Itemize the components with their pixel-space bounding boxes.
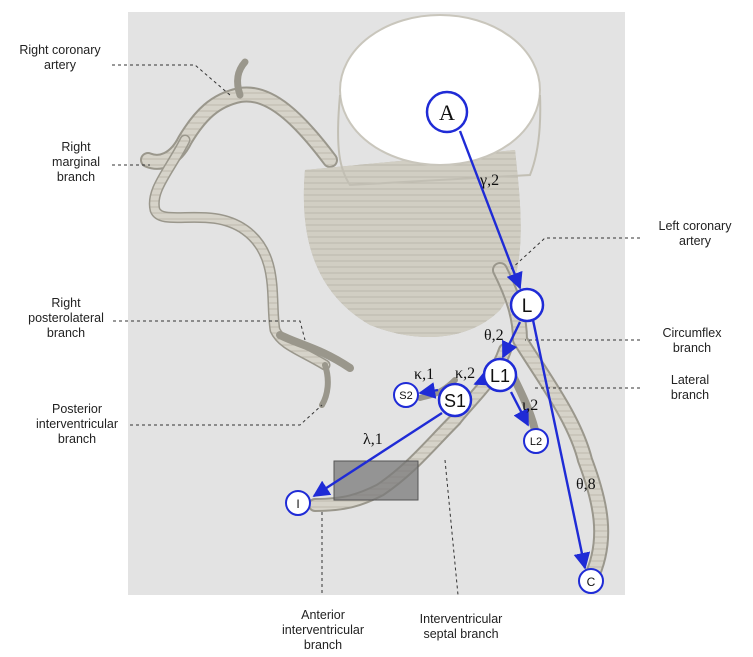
edge-label-l1-s1: κ,2 <box>455 365 475 382</box>
edge-label-s1-i: λ,1 <box>363 431 383 448</box>
label-lateral-branch: Lateral branch <box>650 373 730 403</box>
label-left-coronary-artery: Left coronary artery <box>640 219 750 249</box>
edge-label-l1-l2: ι,2 <box>522 397 538 414</box>
edge-label-a-l: γ,2 <box>479 172 499 189</box>
svg-text:L2: L2 <box>530 436 542 448</box>
node-c: C <box>579 569 603 593</box>
edge-label-l-c: θ,8 <box>576 476 596 493</box>
node-a: A <box>427 92 467 132</box>
svg-text:I: I <box>296 497 299 511</box>
label-right-posterolateral-branch: Right posterolateral branch <box>18 296 114 341</box>
edge-label-s1-s2: κ,1 <box>414 366 434 383</box>
svg-text:L: L <box>522 296 533 317</box>
label-circumflex-branch: Circumflex branch <box>644 326 740 356</box>
label-anterior-interventricular-branch: Anterior interventricular branch <box>268 608 378 653</box>
node-l2: L2 <box>524 429 548 453</box>
edge-label-l-l1: θ,2 <box>484 327 504 344</box>
svg-text:C: C <box>587 575 596 589</box>
highlight-box <box>334 461 418 500</box>
node-s1: S1 <box>439 384 471 416</box>
node-s2: S2 <box>394 383 418 407</box>
node-i: I <box>286 491 310 515</box>
svg-text:L1: L1 <box>490 366 510 386</box>
label-right-marginal-branch: Right marginal branch <box>40 140 112 185</box>
svg-text:S1: S1 <box>444 391 466 411</box>
svg-text:S2: S2 <box>399 390 412 402</box>
svg-text:A: A <box>439 100 455 125</box>
node-l: L <box>511 289 543 321</box>
label-interventricular-septal-branch: Interventricular septal branch <box>402 612 520 642</box>
label-right-coronary-artery: Right coronary artery <box>6 43 114 73</box>
label-posterior-interventricular-branch: Posterior interventricular branch <box>24 402 130 447</box>
node-l1: L1 <box>484 359 516 391</box>
